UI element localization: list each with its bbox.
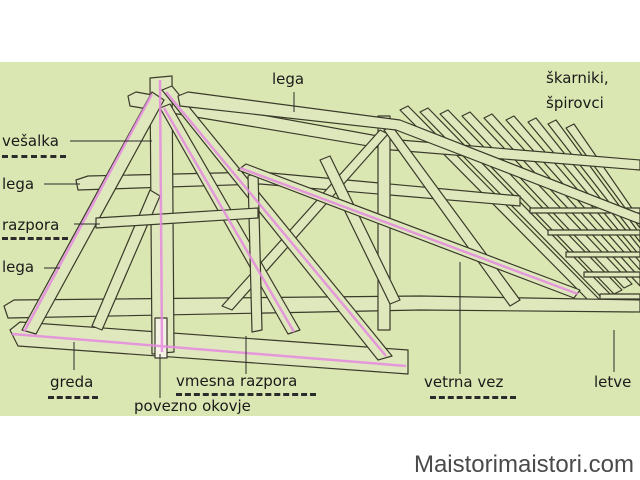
label-vmesna-razpora: vmesna razpora bbox=[176, 372, 298, 390]
label-razpora-underline bbox=[2, 237, 68, 240]
highlight-strokes bbox=[11, 79, 579, 368]
label-povezno-okovje: povezno okovje bbox=[134, 397, 251, 415]
label-skarniki: škarniki, bbox=[546, 69, 609, 87]
label-vetrna-vez-underline bbox=[430, 396, 516, 399]
watermark: Maistorimaistori.com bbox=[413, 451, 634, 478]
label-lega-low: lega bbox=[2, 258, 35, 276]
label-lega-mid: lega bbox=[2, 175, 35, 193]
ridge-beam bbox=[177, 91, 640, 225]
label-letve: letve bbox=[594, 373, 632, 391]
label-vmesna-razpora-underline bbox=[176, 393, 316, 396]
label-vetrna-vez: vetrna vez bbox=[424, 373, 504, 391]
label-greda-underline bbox=[48, 396, 98, 399]
label-razpora: razpora bbox=[2, 216, 60, 234]
label-vesalka: vešalka bbox=[2, 132, 59, 150]
label-lega-top: lega bbox=[272, 70, 305, 88]
label-vesalka-underline bbox=[2, 155, 66, 158]
label-spirovci: špirovci bbox=[546, 94, 604, 112]
label-greda: greda bbox=[50, 373, 94, 391]
leader-lines bbox=[44, 92, 615, 398]
